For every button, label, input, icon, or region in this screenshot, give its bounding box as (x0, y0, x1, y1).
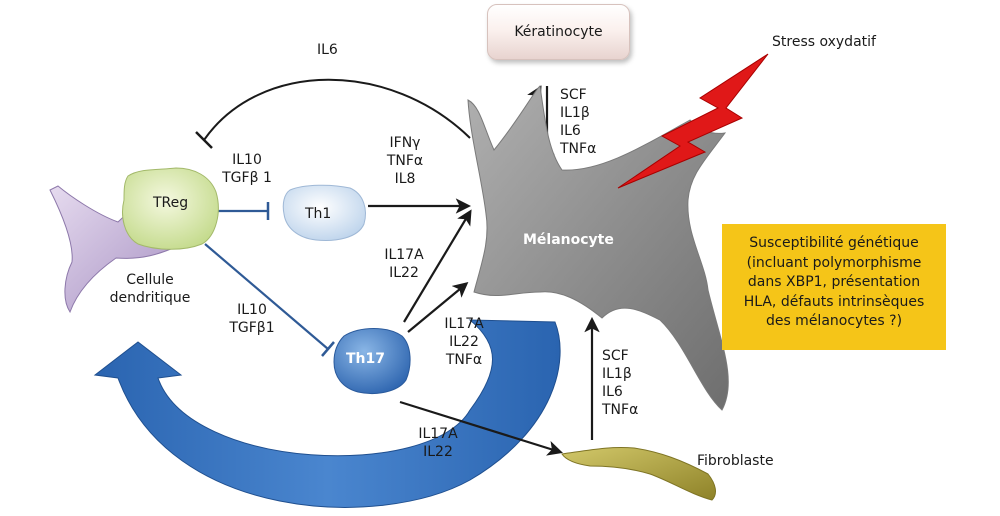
genetic-line: (incluant polymorphisme (746, 254, 922, 271)
th1-label: Th1 (305, 206, 332, 222)
cytokine-label: IL8 (394, 171, 416, 187)
th17-lower-labels: IL17A IL22 TNFα (436, 315, 492, 369)
cytokine-label: IL6 (602, 384, 623, 400)
il6-inhibit-arc (203, 78, 471, 141)
il6-arc-label: IL6 (317, 42, 338, 58)
genetic-line: Susceptibilité génétique (749, 235, 919, 251)
il6-inhibit-bar (195, 131, 213, 149)
fibroblast-cell (561, 446, 716, 501)
dendritic-label-line: dendritique (109, 290, 191, 306)
th17-to-fibroblast-arrow (399, 400, 563, 456)
cytokine-label: TNFα (386, 153, 424, 169)
cytokine-label: IL17A (384, 247, 424, 263)
cytokine-label: IL17A (418, 426, 458, 442)
cytokine-label: IFNγ (389, 135, 421, 151)
treg-th17-inhibit-bar (321, 341, 335, 357)
cytokine-label: TGFβ1 (229, 320, 275, 336)
cytokine-label: TNFα (602, 402, 639, 418)
cytokine-label: IL22 (389, 265, 419, 281)
keratinocyte-box: Kératinocyte (487, 4, 630, 60)
th17-to-melanocyte-arrow-a (403, 209, 472, 323)
big-feedback-arrow (93, 319, 561, 508)
treg-cell (122, 167, 219, 250)
cytokine-label: IL22 (449, 334, 479, 350)
keratinocyte-label: Kératinocyte (514, 24, 603, 40)
genetic-line: HLA, défauts intrinsèques (743, 293, 925, 310)
th17-fibroblast-labels: IL17A IL22 (410, 425, 466, 461)
dendritic-label: Cellule dendritique (102, 271, 198, 307)
genetic-line: des mélanocytes ?) (765, 313, 903, 329)
melanocyte-label: Mélanocyte (523, 232, 614, 248)
stress-lightning-bolt (617, 53, 769, 189)
cytokine-label: TNFα (560, 141, 597, 157)
treg-label: TReg (153, 195, 189, 211)
dendritic-label-line: Cellule (126, 272, 174, 288)
th1-cell (282, 184, 366, 241)
cytokine-label: IL17A (444, 316, 484, 332)
genetic-susceptibility-box: Susceptibilité génétique (incluant polym… (722, 224, 946, 350)
treg-out-labels: IL10 TGFβ 1 (212, 151, 282, 187)
cytokine-label: IL6 (560, 123, 581, 139)
cytokine-label: IL1β (602, 366, 632, 382)
th17-label: Th17 (346, 351, 385, 367)
treg-th17-inhibit-line (204, 243, 329, 350)
fibroblast-factor-labels: SCF IL1β IL6 TNFα (602, 347, 638, 419)
th17-upper-labels: IL17A IL22 (376, 246, 432, 282)
cytokine-label: IL1β (560, 105, 590, 121)
th17-cell (333, 328, 411, 394)
cytokine-label: TNFα (445, 352, 483, 368)
th17-to-melanocyte-arrow-b (407, 282, 469, 333)
cytokine-label: IL22 (423, 444, 453, 460)
cytokine-label: IL10 (232, 152, 262, 168)
cytokine-label: TGFβ 1 (222, 170, 272, 186)
treg-th17-labels: IL10 TGFβ1 (222, 301, 282, 337)
stress-label: Stress oxydatif (772, 34, 876, 50)
cytokine-label: IL10 (237, 302, 267, 318)
cytokine-label: SCF (602, 348, 629, 364)
th1-cytokine-labels: IFNγ TNFα IL8 (380, 134, 430, 188)
keratinocyte-factor-labels: SCF IL1β IL6 TNFα (560, 86, 596, 158)
cytokine-label: SCF (560, 87, 587, 103)
genetic-line: dans XBP1, présentation (747, 274, 921, 290)
fibroblast-label: Fibroblaste (697, 453, 774, 469)
